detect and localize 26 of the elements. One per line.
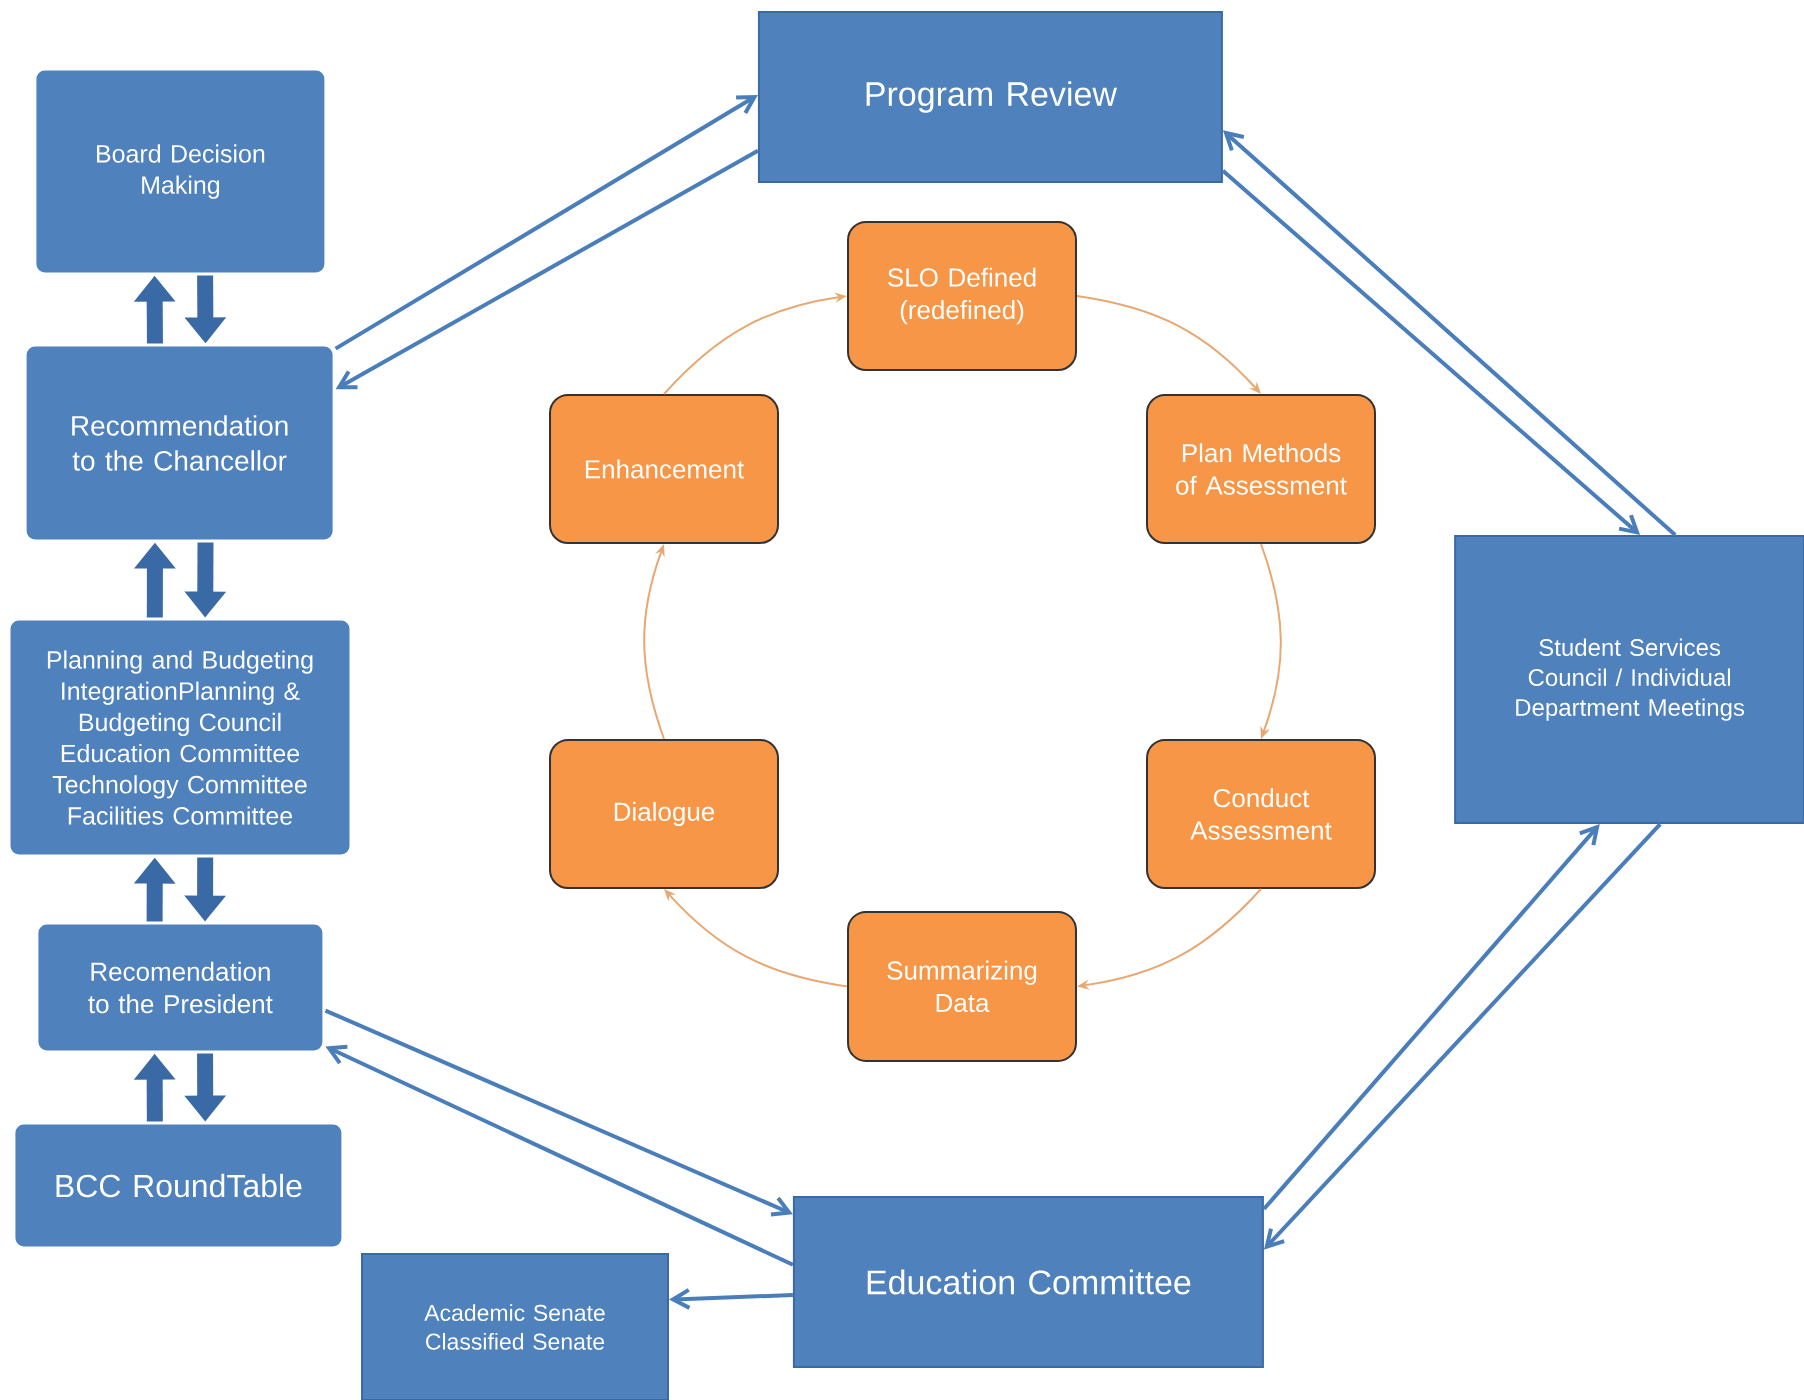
step-box: Plan Methods of Assessment <box>1146 393 1376 544</box>
process-box: Education Committee <box>792 1196 1264 1368</box>
process-box: Academic Senate Classified Senate <box>361 1253 669 1400</box>
process-box: Recommendation to the Chancellor <box>23 343 336 543</box>
arrow <box>334 94 758 351</box>
step-box: Summarizing Data <box>847 910 1077 1062</box>
step-box: Enhancement <box>549 393 779 544</box>
process-box: Planning and Budgeting IntegrationPlanning & Budgeting Council Education Committee Technology Committee Facilities Committee <box>7 617 353 858</box>
process-box: Board Decision Making <box>33 67 328 276</box>
arrow <box>324 1008 793 1217</box>
process-box: Recomendation to the President <box>35 921 326 1054</box>
step-box: Conduct Assessment <box>1146 739 1376 889</box>
arrow <box>1262 824 1600 1211</box>
step-box: SLO Defined (redefined) <box>847 221 1077 371</box>
process-box: BCC RoundTable <box>12 1121 345 1250</box>
arrow <box>664 889 848 988</box>
arrow <box>1263 822 1662 1250</box>
process-box: Student Services Council / Individual Department Meetings <box>1454 535 1804 825</box>
arrow <box>669 1288 793 1310</box>
arrow <box>325 1044 794 1267</box>
arrow <box>1221 169 1641 536</box>
arrow <box>1222 130 1677 537</box>
step-box: Dialogue <box>549 739 779 889</box>
process-box: Program Review <box>757 10 1223 183</box>
arrow <box>335 148 759 390</box>
arrow <box>1076 294 1261 394</box>
